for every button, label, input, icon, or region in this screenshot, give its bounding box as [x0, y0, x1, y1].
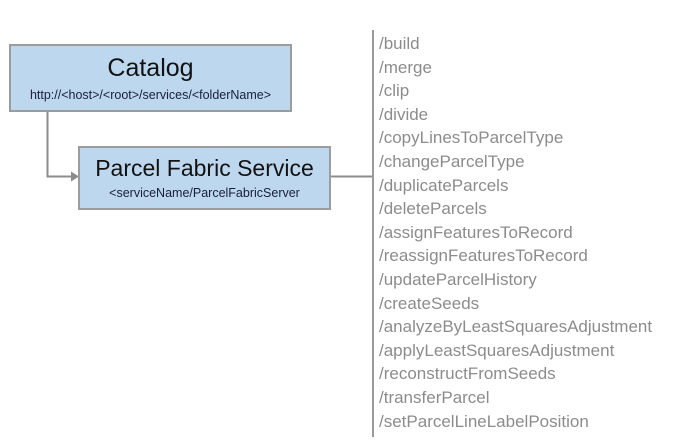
- operation-item: /transferParcel: [379, 387, 490, 407]
- connector-catalog-to-parcel-fabric: [46, 112, 71, 178]
- operation-item: /duplicateParcels: [379, 175, 509, 195]
- node-parcel-fabric-service-title: Parcel Fabric Service: [95, 155, 314, 182]
- operation-item: /changeParcelType: [379, 151, 525, 171]
- operation-item: /copyLinesToParcelType: [379, 128, 564, 148]
- operation-item: /analyzeByLeastSquaresAdjustment: [379, 317, 653, 337]
- node-parcel-fabric-service-path: <serviceName/ParcelFabricServer: [109, 185, 300, 200]
- operation-item: /reassignFeaturesToRecord: [379, 246, 588, 266]
- operation-item: /updateParcelHistory: [379, 269, 537, 289]
- node-parcel-fabric-service: Parcel Fabric Service <serviceName/Parce…: [78, 146, 331, 210]
- node-catalog-url: http://<host>/<root>/services/<folderNam…: [29, 87, 272, 102]
- operation-item: /build: [379, 34, 420, 53]
- operation-item: /divide: [379, 104, 429, 124]
- operation-item: /setParcelLineLabelPosition: [379, 411, 589, 431]
- operation-item: /createSeeds: [379, 293, 480, 313]
- operations-list: /build /merge /clip /divide /copyLinesTo…: [379, 32, 684, 433]
- operation-item: /applyLeastSquaresAdjustment: [379, 340, 615, 360]
- operation-item: /clip: [379, 81, 410, 101]
- node-catalog-title: Catalog: [107, 54, 194, 83]
- operation-item: /deleteParcels: [379, 199, 487, 219]
- operation-item: /merge: [379, 57, 432, 77]
- operation-item: /reconstructFromSeeds: [379, 364, 556, 384]
- node-catalog: Catalog http://<host>/<root>/services/<f…: [9, 44, 292, 112]
- operation-item: /assignFeaturesToRecord: [379, 222, 573, 242]
